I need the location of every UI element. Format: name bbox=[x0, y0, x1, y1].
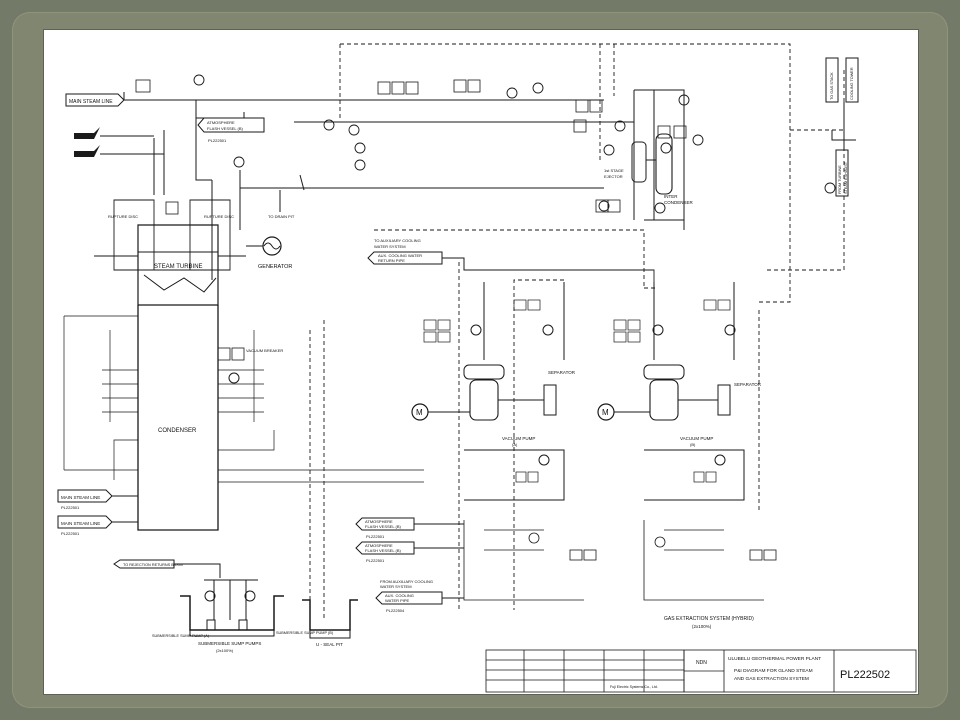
svg-text:1st STAGE: 1st STAGE bbox=[604, 168, 624, 173]
svg-text:AUX. COOLING WATER: AUX. COOLING WATER bbox=[378, 253, 422, 258]
svg-text:TO AUXILIARY COOLING: TO AUXILIARY COOLING bbox=[374, 238, 421, 243]
svg-text:EJECTOR: EJECTOR bbox=[604, 174, 623, 179]
right-exhaust-tags: TO GAS STACK COOLING TOWER FROM TURBINE … bbox=[825, 57, 859, 197]
svg-text:RETURN PIPE: RETURN PIPE bbox=[378, 258, 405, 263]
svg-text:SEPARATOR: SEPARATOR bbox=[548, 370, 576, 375]
drawing-number: PL222502 bbox=[840, 669, 890, 681]
svg-text:SUBMERSIBLE SUMP PUMPS: SUBMERSIBLE SUMP PUMPS bbox=[198, 641, 261, 646]
svg-text:AND GAS EXTRACTION SYSTEM: AND GAS EXTRACTION SYSTEM bbox=[734, 676, 809, 682]
cooling-water-tags: TO AUXILIARY COOLING WATER SYSTEM AUX. C… bbox=[367, 238, 654, 271]
svg-text:(A): (A) bbox=[512, 442, 518, 447]
svg-text:PL222501: PL222501 bbox=[61, 505, 80, 510]
svg-text:TO REJECTION RETURNS BASIN: TO REJECTION RETURNS BASIN bbox=[123, 563, 183, 567]
svg-text:U - SEAL PIT: U - SEAL PIT bbox=[316, 642, 343, 647]
svg-text:FLASH VESSEL (B): FLASH VESSEL (B) bbox=[365, 548, 402, 553]
svg-text:ATMOSPHERE: ATMOSPHERE bbox=[207, 120, 235, 125]
svg-text:WATER SYSTEM: WATER SYSTEM bbox=[374, 244, 406, 249]
svg-text:SUBMERSIBLE SUMP PUMP (A): SUBMERSIBLE SUMP PUMP (A) bbox=[152, 634, 210, 638]
svg-text:INTER: INTER bbox=[664, 194, 678, 199]
svg-text:FROM TURBINE: FROM TURBINE bbox=[838, 165, 842, 194]
condenser: CONDENSER VACUUM BREAKER bbox=[63, 305, 424, 531]
atm-flash-tags-lower: ATMOSPHERE FLASH VESSEL (B) PL222501 ATM… bbox=[355, 517, 464, 563]
svg-text:WATER PIPE: WATER PIPE bbox=[385, 598, 410, 603]
vacuum-pump-train-a: M SEPARATOR VACUUM PUMP (A) bbox=[411, 269, 655, 501]
generator-label: GENERATOR bbox=[258, 264, 292, 270]
svg-text:RUPTURE DISC: RUPTURE DISC bbox=[108, 214, 138, 219]
vacuum-pump-train-b: M SEPARATOR VACUUM PUMP (B) bbox=[597, 282, 762, 501]
svg-text:M: M bbox=[416, 408, 423, 417]
svg-text:VACUUM PUMP: VACUUM PUMP bbox=[502, 436, 535, 441]
main-steam-line-top-tag: MAIN STEAM LINE bbox=[65, 93, 125, 107]
svg-text:(2x100%): (2x100%) bbox=[216, 648, 234, 653]
instrument-bubbles-top bbox=[193, 74, 836, 214]
svg-text:COOLING TOWER: COOLING TOWER bbox=[850, 67, 854, 100]
svg-text:FROM AUXILIARY COOLING: FROM AUXILIARY COOLING bbox=[380, 579, 433, 584]
steam-turbine-label: STEAM TURBINE bbox=[154, 264, 203, 270]
svg-text:PL222501: PL222501 bbox=[208, 138, 227, 143]
main-steam-line-low-tag: MAIN STEAM LINE PL222501 bbox=[57, 515, 138, 536]
svg-text:PL222504: PL222504 bbox=[386, 608, 405, 613]
ejector-inter-condenser: 1st STAGE EJECTOR INTER CONDENSER bbox=[604, 133, 694, 205]
drawing-title: P&I DIAGRAM FOR GLAND STEAM bbox=[734, 668, 813, 674]
svg-text:(2x100%): (2x100%) bbox=[692, 624, 712, 629]
instrument-boxes bbox=[135, 79, 687, 215]
gas-extraction-caption: GAS EXTRACTION SYSTEM (HYBRID) bbox=[664, 616, 754, 622]
svg-text:PL222501: PL222501 bbox=[366, 558, 385, 563]
svg-text:VACUUM PUMP: VACUUM PUMP bbox=[680, 436, 713, 441]
u-seal-pit: U - SEAL PIT bbox=[302, 599, 358, 647]
sump-pit: TO REJECTION RETURNS BASIN SUBMERSIBLE S… bbox=[113, 559, 334, 653]
svg-text:MAIN STEAM LINE: MAIN STEAM LINE bbox=[61, 495, 100, 500]
svg-text:TO DRAIN PIT: TO DRAIN PIT bbox=[268, 214, 295, 219]
svg-text:MAIN STEAM LINE: MAIN STEAM LINE bbox=[61, 521, 100, 526]
svg-text:RUPTURE DISC: RUPTURE DISC bbox=[204, 214, 234, 219]
svg-text:SEPARATOR: SEPARATOR bbox=[734, 382, 762, 387]
svg-text:NDN: NDN bbox=[696, 660, 707, 666]
svg-text:PL222501: PL222501 bbox=[366, 534, 385, 539]
svg-text:WATER SYSTEM: WATER SYSTEM bbox=[380, 584, 412, 589]
condenser-label: CONDENSER bbox=[158, 428, 197, 434]
svg-text:FLASH VESSEL (B): FLASH VESSEL (B) bbox=[365, 524, 402, 529]
svg-text:(B): (B) bbox=[690, 442, 696, 447]
svg-text:TO GAS STACK: TO GAS STACK bbox=[830, 72, 834, 100]
main-steam-line-mid-tag: MAIN STEAM LINE PL222501 bbox=[57, 489, 138, 510]
generator: GENERATOR bbox=[246, 236, 292, 270]
lower-cooling-piping bbox=[463, 520, 777, 601]
svg-text:ATMOSPHERE: ATMOSPHERE bbox=[365, 519, 393, 524]
plant-name: ULUBELU GEOTHERMAL POWER PLANT bbox=[728, 656, 821, 662]
svg-text:CONDENSER: CONDENSER bbox=[664, 200, 694, 205]
svg-text:FLASH VESSEL (B): FLASH VESSEL (B) bbox=[207, 126, 244, 131]
drain-pit-tag: TO DRAIN PIT bbox=[239, 174, 305, 219]
svg-text:M: M bbox=[602, 408, 609, 417]
svg-text:STEAM EXHAUST: STEAM EXHAUST bbox=[844, 161, 848, 194]
title-block: Fuji Electric Systems Co., Ltd. NDN ULUB… bbox=[485, 649, 917, 693]
svg-text:VACUUM BREAKER: VACUUM BREAKER bbox=[246, 348, 283, 353]
svg-text:PL222501: PL222501 bbox=[61, 531, 80, 536]
pid-drawing-sheet: MAIN STEAM LINE ATMOSPHERE FLASH VESSEL … bbox=[44, 30, 918, 694]
pid-diagram: MAIN STEAM LINE ATMOSPHERE FLASH VESSEL … bbox=[57, 43, 917, 693]
main-steam-line-label: MAIN STEAM LINE bbox=[69, 99, 113, 105]
svg-text:ATMOSPHERE: ATMOSPHERE bbox=[365, 543, 393, 548]
svg-text:Fuji Electric Systems Co., Ltd: Fuji Electric Systems Co., Ltd. bbox=[610, 685, 658, 689]
atm-flash-tag-top: ATMOSPHERE FLASH VESSEL (B) PL222501 bbox=[197, 117, 265, 143]
aux-cooling-supply-tag: FROM AUXILIARY COOLING WATER SYSTEM AUX.… bbox=[375, 579, 464, 613]
steam-turbine: STEAM TURBINE RUPTURE DISC RUPTURE DISC bbox=[94, 199, 246, 306]
svg-text:AUX. COOLING: AUX. COOLING bbox=[385, 593, 414, 598]
dashed-signal-lines bbox=[309, 43, 845, 620]
vent-arrows-left bbox=[74, 127, 100, 157]
svg-text:SUBMERSIBLE SUMP PUMP (B): SUBMERSIBLE SUMP PUMP (B) bbox=[276, 631, 334, 635]
